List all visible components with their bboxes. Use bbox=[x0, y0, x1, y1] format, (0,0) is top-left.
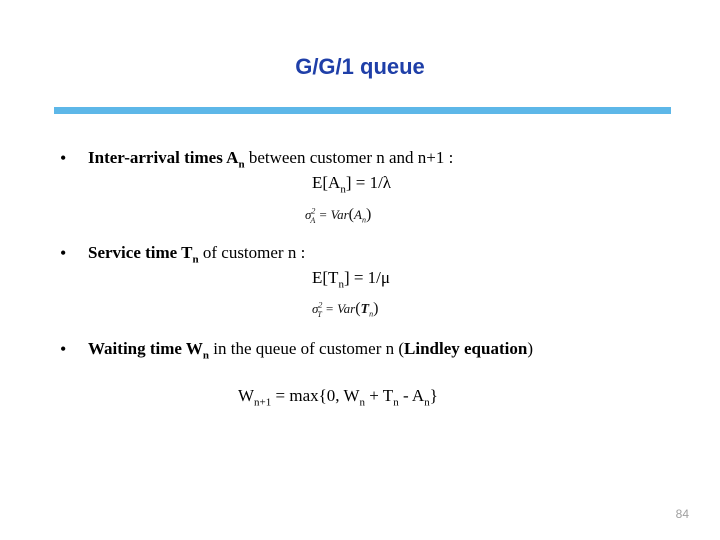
service-time-variance-formula: σ2T = Var(Tn) bbox=[312, 300, 379, 319]
slide-title: G/G/1 queue bbox=[295, 54, 425, 79]
title-divider bbox=[54, 107, 671, 114]
bullet-service-time: Service time Tn of customer n : bbox=[88, 243, 306, 266]
bullet-waiting-time: Waiting time Wn in the queue of customer… bbox=[88, 339, 533, 362]
bullet-marker: • bbox=[60, 339, 67, 359]
bullet-interarrival: Inter-arrival times An between customer … bbox=[88, 148, 454, 171]
page-number: 84 bbox=[675, 507, 689, 521]
interarrival-mean: E[An] = 1/λ bbox=[312, 173, 392, 196]
bullet-marker: • bbox=[60, 148, 67, 168]
lindley-equation: Wn+1 = max{0, Wn + Tn - An} bbox=[238, 386, 438, 409]
bullet-marker: • bbox=[60, 243, 67, 263]
service-time-mean: E[Tn] = 1/μ bbox=[312, 268, 391, 291]
interarrival-variance-formula: σ2A = Var(An) bbox=[305, 206, 372, 225]
